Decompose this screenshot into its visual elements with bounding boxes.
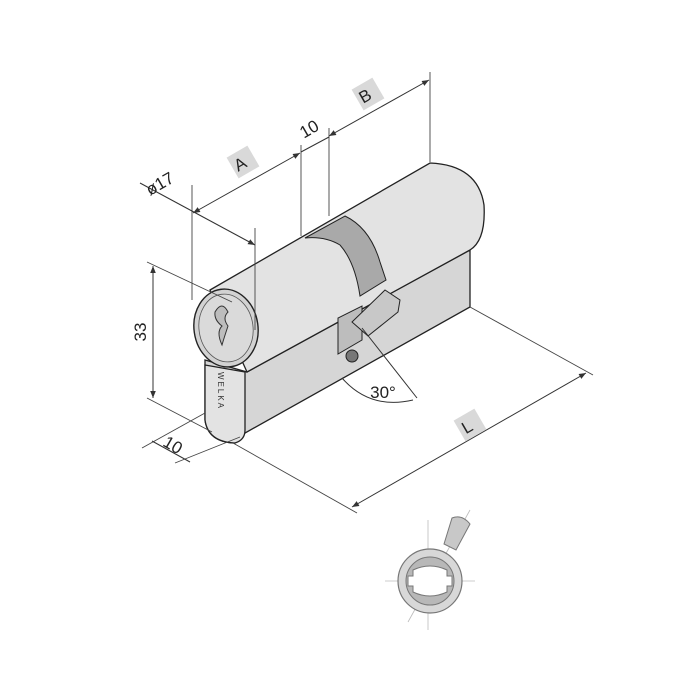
brand-mark: WELKA bbox=[216, 372, 225, 410]
label-cam-angle: 30° bbox=[370, 383, 396, 402]
web-front-face bbox=[204, 364, 246, 444]
label-center-width: 10 bbox=[296, 116, 322, 142]
keyway-icon bbox=[214, 305, 229, 347]
cylinder-end-view bbox=[385, 509, 475, 630]
cylinder-barrel bbox=[193, 162, 485, 373]
keyway-icon bbox=[407, 565, 453, 597]
cam-tab bbox=[443, 516, 471, 551]
dimension-lines bbox=[139, 79, 587, 508]
extension-lines bbox=[141, 72, 594, 514]
label-diameter: ø17 bbox=[143, 168, 178, 199]
cam bbox=[337, 289, 401, 363]
label-height: 33 bbox=[131, 323, 150, 342]
center-band bbox=[304, 215, 387, 297]
fixing-screw-hole bbox=[345, 349, 359, 363]
